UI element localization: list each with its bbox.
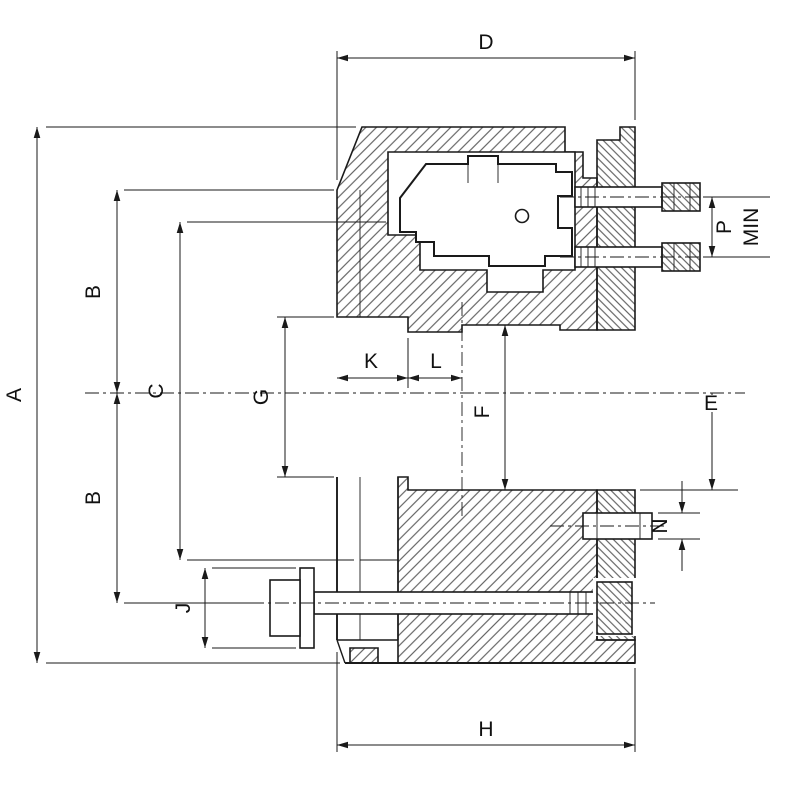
dim-label-f: F bbox=[471, 406, 494, 419]
dim-label-a: A bbox=[3, 388, 26, 402]
dim-L: L bbox=[408, 350, 462, 382]
master-jaw bbox=[399, 155, 573, 267]
dim-N: N bbox=[649, 481, 700, 571]
bolt-nut bbox=[596, 581, 633, 635]
dim-label-min: MIN bbox=[740, 208, 763, 247]
flange-bottom-chamfer bbox=[336, 639, 346, 664]
dim-J: J bbox=[172, 567, 296, 649]
dim-label-b-lower: B bbox=[82, 491, 105, 505]
dim-B-lower: B bbox=[82, 393, 262, 604]
dim-H: H bbox=[336, 652, 636, 752]
dim-label-e: E bbox=[704, 392, 718, 415]
dim-label-c: C bbox=[145, 383, 168, 398]
bottom-through-bolt bbox=[250, 567, 655, 649]
dim-label-g: G bbox=[250, 389, 273, 405]
dim-label-n: N bbox=[649, 518, 672, 533]
dim-label-b-upper: B bbox=[82, 285, 105, 299]
dim-C: C bbox=[145, 221, 386, 561]
dim-K: K bbox=[337, 338, 409, 388]
front-flange bbox=[336, 190, 635, 664]
dim-label-h: H bbox=[478, 718, 493, 741]
dim-B-upper: B bbox=[82, 189, 334, 393]
mounting-bolt-upper bbox=[560, 181, 715, 213]
mounting-bolt-lower bbox=[560, 241, 715, 273]
bolt-head bbox=[269, 579, 301, 637]
dim-A: A bbox=[3, 126, 356, 664]
locating-pin bbox=[550, 512, 668, 540]
backplate-upper bbox=[596, 126, 636, 331]
bolt-washer bbox=[299, 567, 315, 649]
dim-label-k: K bbox=[364, 350, 378, 373]
dim-P-min: P MIN bbox=[704, 196, 770, 258]
dimensions: D A B B C G bbox=[3, 31, 770, 752]
jaw-pivot-hole bbox=[514, 208, 530, 224]
body-bottom-tab bbox=[349, 647, 379, 664]
dim-label-d: D bbox=[478, 31, 493, 54]
dim-label-p: P bbox=[713, 220, 736, 234]
label-background bbox=[700, 395, 723, 412]
centerlines bbox=[85, 302, 745, 516]
dim-F: F bbox=[471, 325, 509, 490]
dim-label-l: L bbox=[430, 350, 442, 373]
dim-D: D bbox=[336, 31, 636, 180]
dim-G: G bbox=[250, 316, 334, 478]
dim-label-j: J bbox=[172, 603, 195, 614]
jaw-assembly bbox=[387, 151, 576, 293]
dim-E: E bbox=[640, 392, 738, 491]
